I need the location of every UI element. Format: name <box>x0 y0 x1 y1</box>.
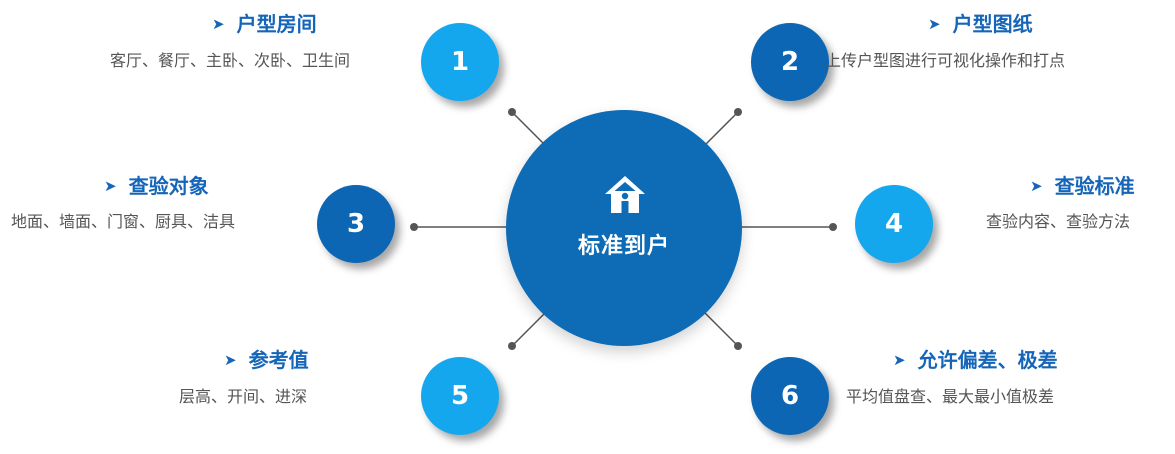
node-2: 2 <box>751 23 829 101</box>
item-6-desc: 平均值盘查、最大最小值极差 <box>846 387 1055 406</box>
arrow-icon: ➤ <box>104 177 117 195</box>
item-6-title-text: 允许偏差、极差 <box>917 348 1058 372</box>
connector-dot-4 <box>829 223 837 231</box>
center-circle: 标准到户 <box>506 110 742 346</box>
item-3-title-text: 查验对象 <box>128 174 209 198</box>
item-3-title: ➤ 查验对象 <box>104 174 209 198</box>
item-1-title-text: 户型房间 <box>236 12 317 36</box>
item-4-desc: 查验内容、查验方法 <box>986 212 1131 231</box>
node-5: 5 <box>421 357 499 435</box>
item-2-desc: 上传户型图进行可视化操作和打点 <box>825 51 1066 70</box>
node-1: 1 <box>421 23 499 101</box>
arrow-icon: ➤ <box>928 15 941 33</box>
arrow-icon: ➤ <box>893 351 906 369</box>
node-4: 4 <box>855 185 933 263</box>
item-1-desc: 客厅、餐厅、主卧、次卧、卫生间 <box>110 51 351 70</box>
node-6: 6 <box>751 357 829 435</box>
arrow-icon: ➤ <box>1030 177 1043 195</box>
item-1-title: ➤ 户型房间 <box>212 12 317 36</box>
home-icon <box>605 176 645 213</box>
connector-6 <box>704 312 739 347</box>
connector-1 <box>511 111 546 146</box>
item-4-title: ➤ 查验标准 <box>1030 174 1135 198</box>
connector-5 <box>511 312 546 347</box>
item-5-title-text: 参考值 <box>248 348 309 372</box>
connector-dot-1 <box>508 108 516 116</box>
item-4-title-text: 查验标准 <box>1054 174 1135 198</box>
connector-dot-3 <box>410 223 418 231</box>
item-5-title: ➤ 参考值 <box>224 348 309 372</box>
item-6-title: ➤ 允许偏差、极差 <box>893 348 1058 372</box>
connector-dot-6 <box>734 342 742 350</box>
item-2-title-text: 户型图纸 <box>952 12 1033 36</box>
arrow-icon: ➤ <box>224 351 237 369</box>
item-5-desc: 层高、开间、进深 <box>179 387 308 406</box>
center-label: 标准到户 <box>577 234 670 259</box>
node-3: 3 <box>317 185 395 263</box>
item-2-title: ➤ 户型图纸 <box>928 12 1033 36</box>
arrow-icon: ➤ <box>212 15 225 33</box>
item-3-desc: 地面、墙面、门窗、厨具、洁具 <box>11 212 236 231</box>
connector-dot-2 <box>734 108 742 116</box>
connector-dot-5 <box>508 342 516 350</box>
connector-2 <box>704 111 739 146</box>
